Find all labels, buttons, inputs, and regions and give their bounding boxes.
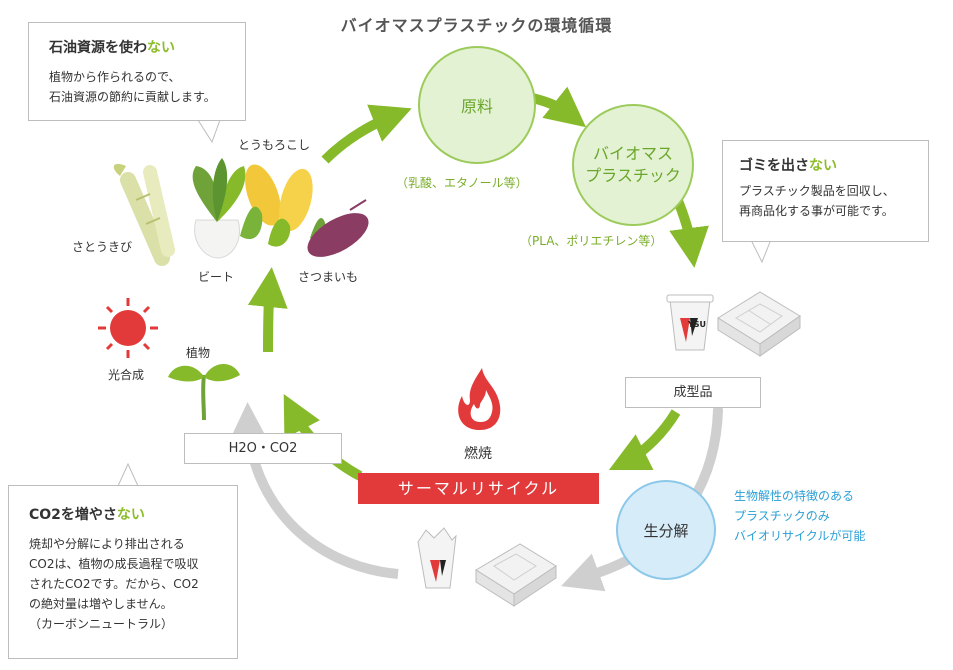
broken-tray-icon [475,543,557,607]
biodeg-note-3: バイオリサイクルが可能 [734,529,866,543]
no-co2-text-3: されたCO2です。だから、CO2 [29,577,199,591]
no-oil-text-1: 植物から作られるので、 [49,70,181,84]
no-oil-callout: 石油資源を使わない 植物から作られるので、 石油資源の節約に貢献します。 [28,22,246,121]
bioplastic-node: バイオマス プラスチック [572,104,694,226]
biodeg-note-1: 生物解性の特徴のある [734,489,855,503]
tray-icon [717,291,801,357]
broken-cup-icon [417,527,457,589]
diagram-title: バイオマスプラスチックの環境循環 [340,16,613,35]
waste-box-tail [751,241,771,264]
sweet-potato-label: さつまいも [298,270,359,284]
raw-material-node: 原料 [418,46,536,164]
no-waste-text-2: 再商品化する事が可能です。 [739,204,894,218]
no-oil-text-2: 石油資源の節約に貢献します。 [49,90,216,104]
photosynthesis-label: 光合成 [108,368,145,382]
bioplastic-label-1: バイオマス [592,144,673,163]
no-co2-text-4: の絶対量は増やしません。 [29,597,173,611]
plants-to-raw-arrow [321,104,412,164]
cup-brand-text: YSU [688,320,707,329]
biodeg-note: 生物解性の特徴のある プラスチックのみ バイオリサイクルが可能 [734,486,865,546]
bioplastic-label-2: プラスチック [585,166,681,185]
biodegradation-label: 生分解 [643,521,689,540]
biodegradation-node: 生分解 [616,480,716,580]
sugarcane-icon [113,163,175,266]
raw-material-label: 原料 [460,97,493,116]
sprout-icon [168,364,240,421]
molded-product-tag: 成型品 [625,377,761,408]
no-waste-heading: ゴミを出さない [739,158,837,174]
raw-to-bioplastic-arrow [530,86,587,128]
product-to-thermal-arrow [608,409,681,471]
corn-label: とうもろこし [238,138,311,152]
co2-box-tail [117,462,139,487]
beet-label: ビート [198,270,235,284]
thermal-recycle-bar: サーマルリサイクル [358,473,599,504]
no-co2-text-2: CO2は、植物の成長過程で吸収 [29,557,199,571]
no-co2-heading: CO2を増やさない [29,507,145,523]
cup-icon [666,294,714,351]
no-waste-text-1: プラスチック製品を回収し、 [739,184,895,198]
bioplastic-note: （PLA、ポリエチレン等） [520,234,663,248]
burn-label: 燃焼 [464,446,492,462]
no-co2-callout: CO2を増やさない 焼却や分解により排出される CO2は、植物の成長過程で吸収 … [8,485,238,659]
plant-label: 植物 [186,346,211,360]
no-co2-text-5: （カーボンニュートラル） [29,617,174,631]
no-co2-text-1: 焼却や分解により排出される [29,537,185,551]
flame-icon [458,368,501,430]
sugarcane-label: さとうきび [72,240,133,254]
sweet-potato-icon [307,199,369,257]
biodeg-note-2: プラスチックのみ [734,509,830,523]
raw-material-note: （乳酸、エタノール等） [396,176,528,190]
h2o-co2-tag: H2O・CO2 [184,433,342,464]
sprout-to-plants-arrow [247,267,288,353]
no-waste-callout: ゴミを出さない プラスチック製品を回収し、 再商品化する事が可能です。 [722,140,929,242]
corn-icon [240,164,326,247]
oil-box-tail [197,119,221,144]
sun-icon [98,298,158,358]
beet-icon [192,158,246,259]
no-oil-heading: 石油資源を使わない [49,40,175,56]
